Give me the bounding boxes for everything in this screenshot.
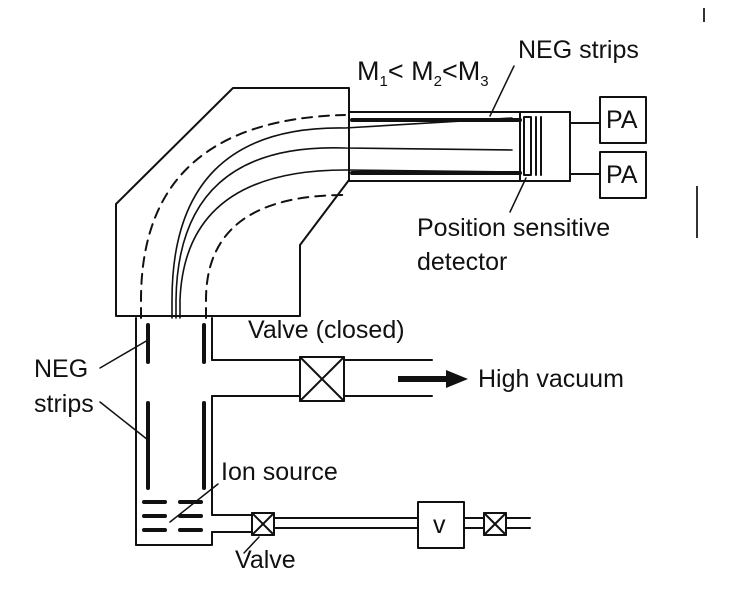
m3-letter: M: [457, 56, 481, 86]
neg-left-label-line1: NEG: [34, 355, 89, 383]
pa-bottom-box: [599, 151, 647, 199]
v-box: [417, 501, 465, 549]
leader-ion-source: [169, 483, 219, 523]
high-vacuum-arrow-head: [446, 370, 468, 388]
column-bottom: [135, 531, 213, 546]
inlet-valve2-x2: [483, 512, 507, 536]
valve-bottom-label: Valve: [235, 546, 296, 574]
m3-subscript: 3: [480, 73, 489, 90]
leader-neg-left-1: [99, 339, 149, 369]
detector-label-line2: detector: [417, 248, 508, 276]
ion-source-label: Ion source: [221, 458, 338, 486]
high-vacuum-label: High vacuum: [478, 365, 624, 393]
neg-left-label-line2: strips: [34, 390, 94, 418]
inlet-valve-x2: [251, 512, 275, 536]
neg-strips-top-label: NEG strips: [518, 36, 639, 64]
leader-neg-left-2: [99, 401, 149, 441]
beam-envelope-inner: [205, 194, 346, 319]
ion-path-m2: [175, 147, 513, 319]
detector-plate: [523, 116, 532, 176]
ion-path-m3: [179, 169, 513, 319]
inlet-valve2-box: [483, 512, 507, 536]
v-box-label: v: [433, 511, 446, 539]
lt-symbol-2: <: [441, 56, 458, 86]
m1-letter: M: [357, 56, 380, 86]
m2-subscript: 2: [433, 73, 442, 90]
lt-symbol-1: <: [387, 56, 404, 86]
leader-valve-bottom: [243, 536, 260, 554]
pa-top-label: PA: [606, 106, 638, 134]
ion-path-m1: [171, 117, 513, 319]
mass-relation-label: M1< M2<M3: [357, 56, 489, 90]
detector-label-line1: Position sensitive: [417, 214, 611, 242]
m1-subscript: 1: [379, 73, 388, 90]
inlet-valve-box: [251, 512, 275, 536]
valve-closed-box: [299, 356, 345, 402]
detector-housing: [519, 111, 571, 182]
pa-bottom-label: PA: [606, 161, 638, 189]
pa-top-box: [599, 96, 647, 144]
leader-neg-top: [489, 65, 515, 117]
m2-letter: M: [411, 56, 434, 86]
beam-envelope-outer: [140, 114, 346, 319]
magnet-block: [115, 87, 350, 317]
leader-detector: [509, 177, 527, 213]
valve-closed-x2: [299, 356, 345, 402]
valve-closed-label: Valve (closed): [248, 316, 405, 344]
